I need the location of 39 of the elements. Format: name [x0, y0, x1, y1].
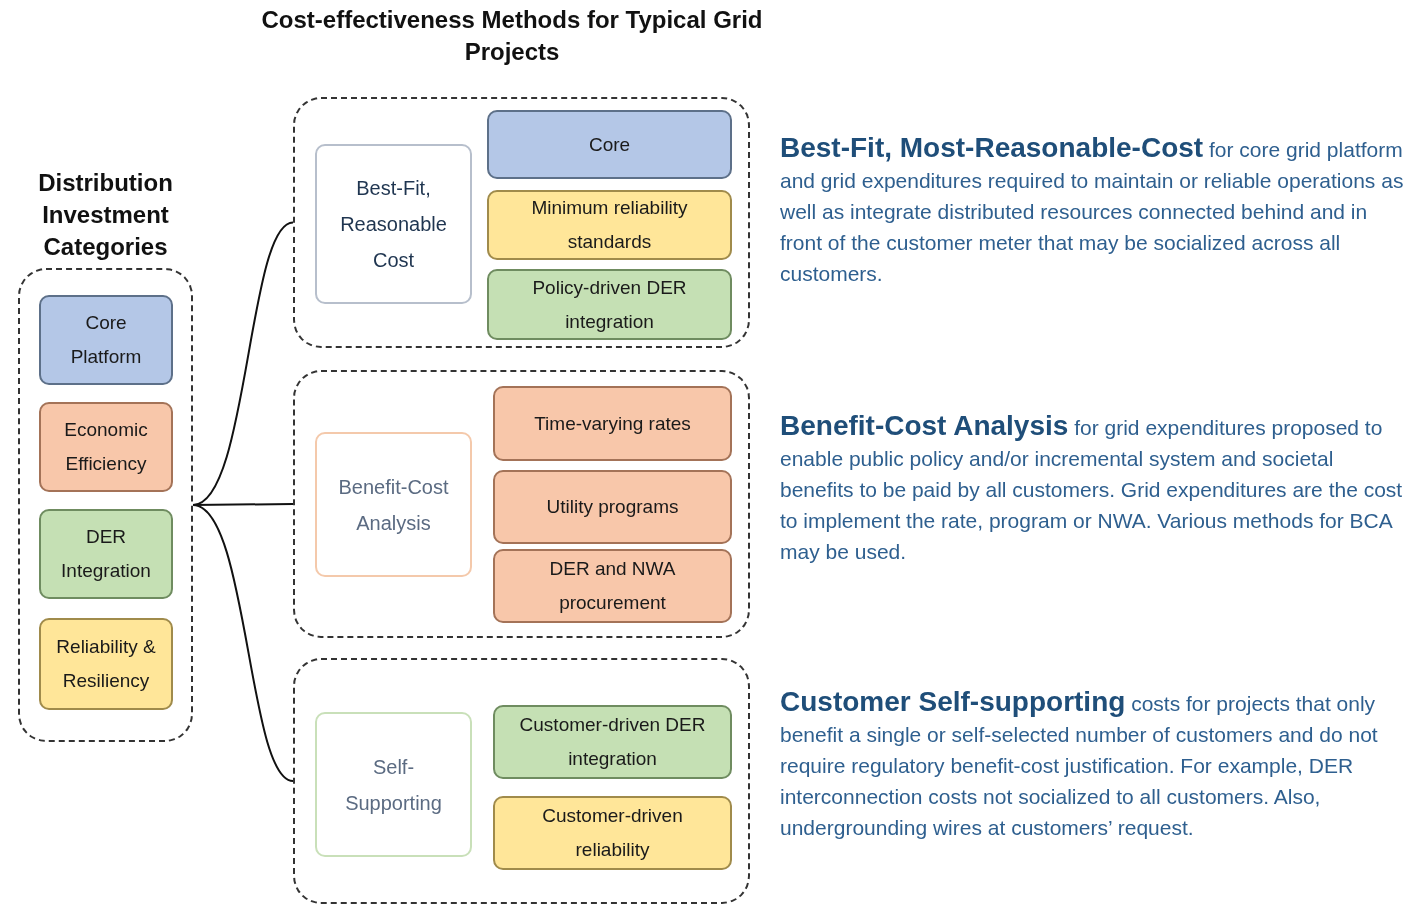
box-text: Core Platform: [69, 311, 143, 369]
box-text: Utility programs: [546, 495, 679, 519]
box-text: Reliability & Resiliency: [55, 635, 157, 693]
box-text: Benefit-Cost Analysis: [337, 474, 450, 536]
category-box: [493, 386, 732, 461]
box-text: DER and NWA procurement: [548, 557, 677, 615]
category-box: [493, 705, 732, 779]
description-paragraph: Benefit-Cost Analysis for grid expenditures proposed to enable public policy and/or incremental system and societal benefits to be paid by all customers. Grid expenditures are the cost to implement the rate, program or NWA. Various methods for BCA may be used.: [780, 410, 1404, 565]
box-text: Customer-driven reliability: [541, 804, 684, 862]
category-box: [487, 110, 732, 179]
box-text: Core: [588, 132, 631, 157]
dashed-group-frame: [293, 370, 750, 638]
category-box: [39, 509, 173, 599]
category-box: [487, 190, 732, 260]
category-box: [493, 549, 732, 623]
method-label-box: [315, 144, 472, 304]
method-label-box: [315, 432, 472, 577]
box-text: Policy-driven DER integration: [531, 275, 688, 334]
connector-line: [192, 504, 294, 782]
box-text: Economic Efficiency: [63, 418, 149, 476]
box-text: Customer-driven DER integration: [518, 713, 707, 771]
box-text: Self-Supporting: [344, 754, 443, 816]
dashed-group-frame: [293, 658, 750, 904]
box-text: Time-varying rates: [534, 411, 691, 436]
box-text: DER Integration: [60, 525, 152, 583]
method-label-box: [315, 712, 472, 857]
category-box: [39, 618, 173, 710]
box-text: Minimum reliability standards: [530, 196, 689, 254]
category-box: [487, 269, 732, 340]
category-box: [39, 295, 173, 385]
diagram-title: Cost-effectiveness Methods for Typical Grid Projects: [260, 5, 764, 67]
category-heading: Distribution Investment Categories: [37, 168, 174, 262]
category-box: [39, 402, 173, 492]
box-text: Best-Fit, Reasonable Cost: [339, 176, 448, 273]
description-paragraph: Customer Self-supporting costs for projects that only benefit a single or self-selected number of customers and do not require regulatory benefit-cost justification. For example, DER interconnection costs not socialized to all customers. Also, undergrounding wires at customers’ request.: [780, 686, 1379, 841]
category-box: [493, 470, 732, 544]
dashed-group-frame: [293, 97, 750, 348]
category-box: [493, 796, 732, 870]
description-paragraph: Best-Fit, Most-Reasonable-Cost for core grid platform and grid expenditures required to maintain or reliable operations as well as integrate distributed resources connected behind and in front of the customer meter that may be socialized across all customers.: [780, 132, 1405, 287]
